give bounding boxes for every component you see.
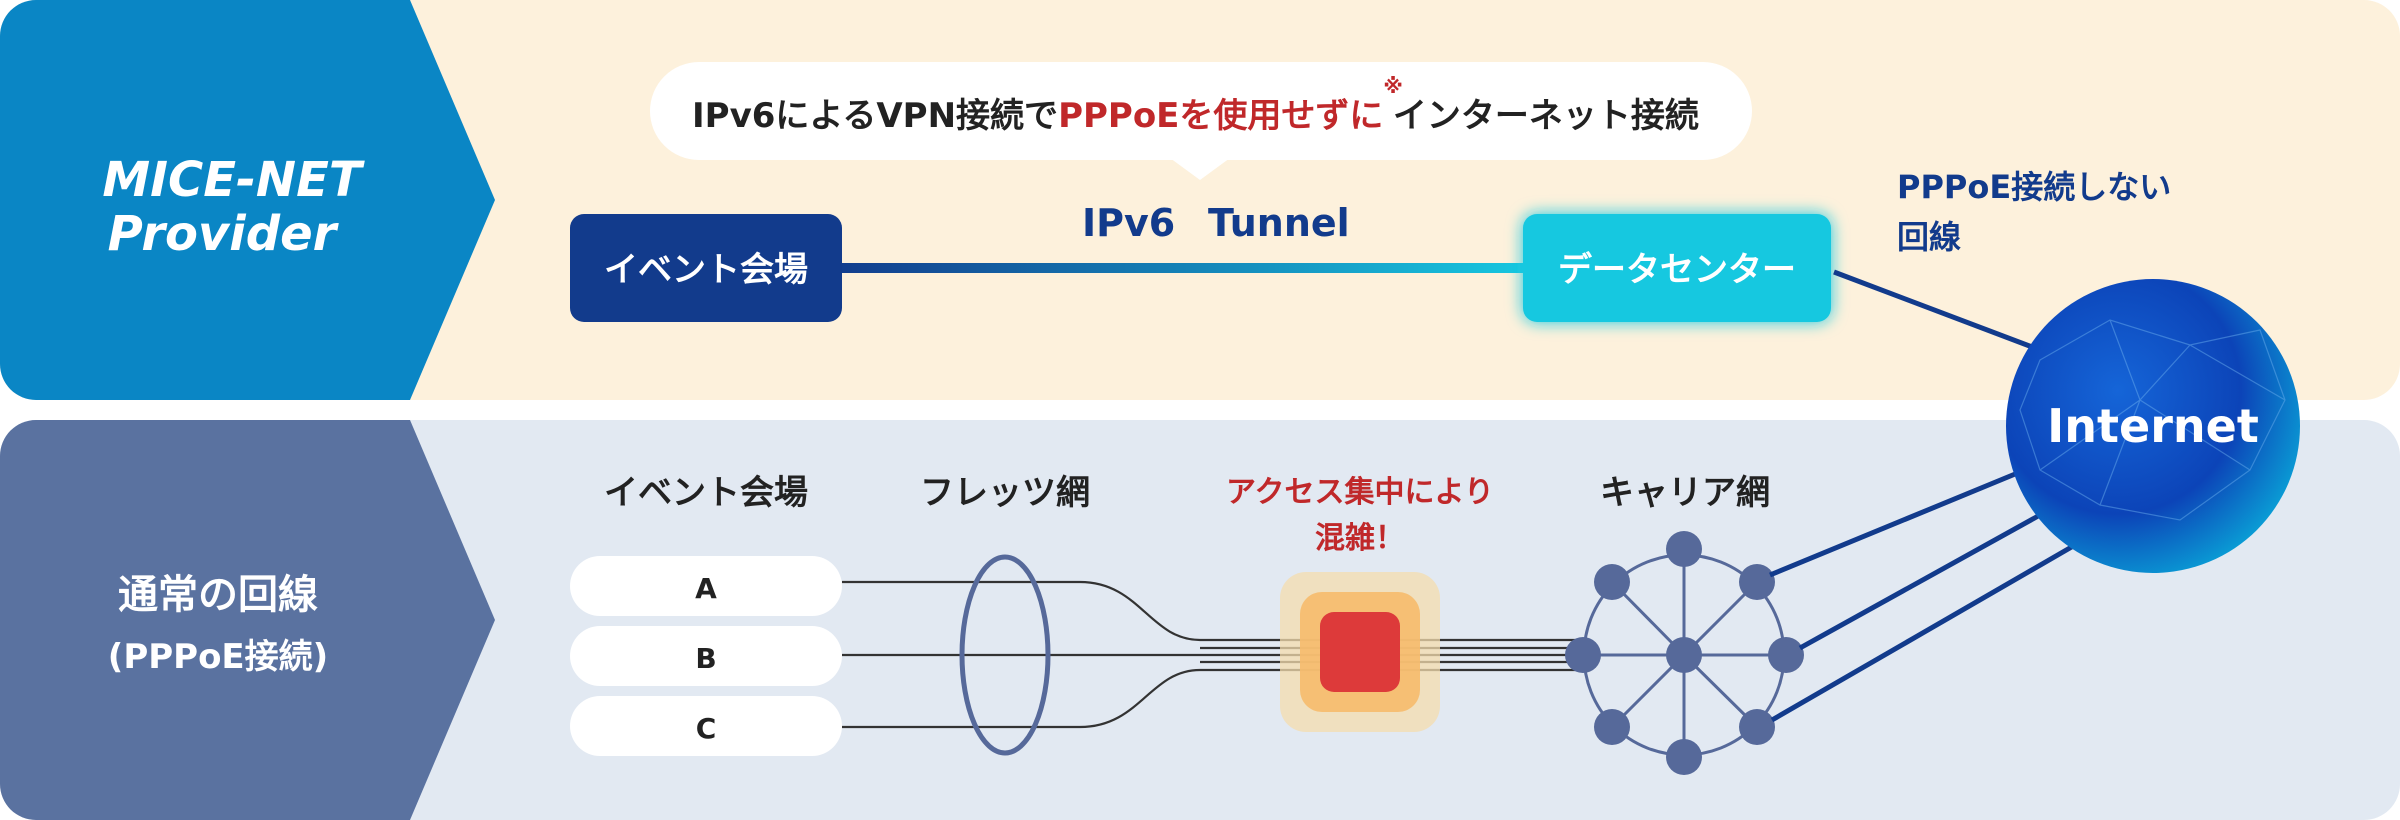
flets-network-header: フレッツ網 <box>920 473 1090 513</box>
top-band-label-line2: Provider <box>108 206 340 262</box>
tunnel-label-ipv6: IPv6 <box>1082 201 1175 245</box>
top-band-label-line1: MICE-NET <box>102 152 365 208</box>
info-bubble-body <box>650 62 1752 160</box>
carrier-node-center <box>1666 637 1702 673</box>
venue-pill-b-label: B <box>695 642 716 675</box>
datacenter-box-label: データセンター <box>1558 250 1796 290</box>
venue-column-header: イベント会場 <box>604 473 808 513</box>
venue-box-top <box>570 214 842 322</box>
bottom-band-label-line1: 通常の回線 <box>118 572 318 618</box>
no-pppoe-label-line1: PPPoE接続しない <box>1897 168 2171 206</box>
link-carrier-internet-3 <box>1770 542 2077 723</box>
ipv6-tunnel-line <box>830 263 1530 273</box>
internet-links <box>1769 269 2077 723</box>
venue-pill-a-label: A <box>695 572 717 605</box>
info-bubble-text: IPv6によるVPN接続でPPPoEを使用せずに※インターネット接続 <box>692 74 1699 136</box>
info-bubble-highlight: PPPoEを使用せずに <box>1058 96 1383 136</box>
bottom-band-label-chevron <box>0 420 495 820</box>
carrier-node-top-left <box>1594 564 1630 600</box>
no-pppoe-label-line2: 回線 <box>1897 218 1961 256</box>
internet-label: Internet <box>2047 399 2259 453</box>
carrier-node-right <box>1768 637 1804 673</box>
congestion-label-line1: アクセス集中により <box>1226 475 1494 510</box>
link-carrier-internet-1 <box>1769 469 2021 578</box>
carrier-nodes <box>1565 531 1804 775</box>
carrier-node-bottom-right <box>1739 709 1775 745</box>
congestion-core <box>1320 612 1400 692</box>
info-bubble-suffix: インターネット接続 <box>1393 96 1699 136</box>
line-c <box>842 668 1578 729</box>
carrier-node-bottom <box>1666 739 1702 775</box>
congestion-icon <box>1280 572 1440 732</box>
top-band-label-chevron <box>0 0 495 400</box>
venue-pill-b <box>570 626 842 686</box>
info-bubble: IPv6によるVPN接続でPPPoEを使用せずに※インターネット接続 <box>650 62 1752 180</box>
info-bubble-pointer <box>1170 158 1230 180</box>
datacenter-box <box>1523 214 1831 322</box>
info-bubble-prefix: IPv6によるVPN接続で <box>692 96 1058 136</box>
venue-pill-a <box>570 556 842 616</box>
globe-icon <box>2006 279 2300 573</box>
info-bubble-note-mark: ※ <box>1383 74 1402 98</box>
internet-globe: Internet <box>2006 279 2300 573</box>
congestion-label-line2: 混雑！ <box>1315 521 1405 556</box>
venue-pill-c-label: C <box>696 712 717 745</box>
carrier-network <box>1565 531 1804 775</box>
bottom-band-label-line2: (PPPoE接続) <box>108 637 328 677</box>
venue-pill-c <box>570 696 842 756</box>
tunnel-label-tunnel: Tunnel <box>1208 201 1350 245</box>
carrier-node-left <box>1565 637 1601 673</box>
globe-mesh <box>2019 319 2286 521</box>
carrier-node-top-right <box>1739 564 1775 600</box>
venue-box-top-label: イベント会場 <box>604 250 808 290</box>
flets-network-ring <box>959 554 1051 756</box>
link-datacenter-internet <box>1833 269 2041 353</box>
top-band: MICE-NET Provider IPv6によるVPN接続でPPPoEを使用せ… <box>0 0 2400 400</box>
carrier-node-bottom-left <box>1594 709 1630 745</box>
carrier-network-header: キャリア網 <box>1600 473 1770 513</box>
bottom-band: 通常の回線 (PPPoE接続) イベント会場 フレッツ網 アクセス集中により 混… <box>0 420 2400 820</box>
line-a <box>842 580 1578 642</box>
link-carrier-internet-2 <box>1798 512 2042 651</box>
carrier-node-top <box>1666 531 1702 567</box>
